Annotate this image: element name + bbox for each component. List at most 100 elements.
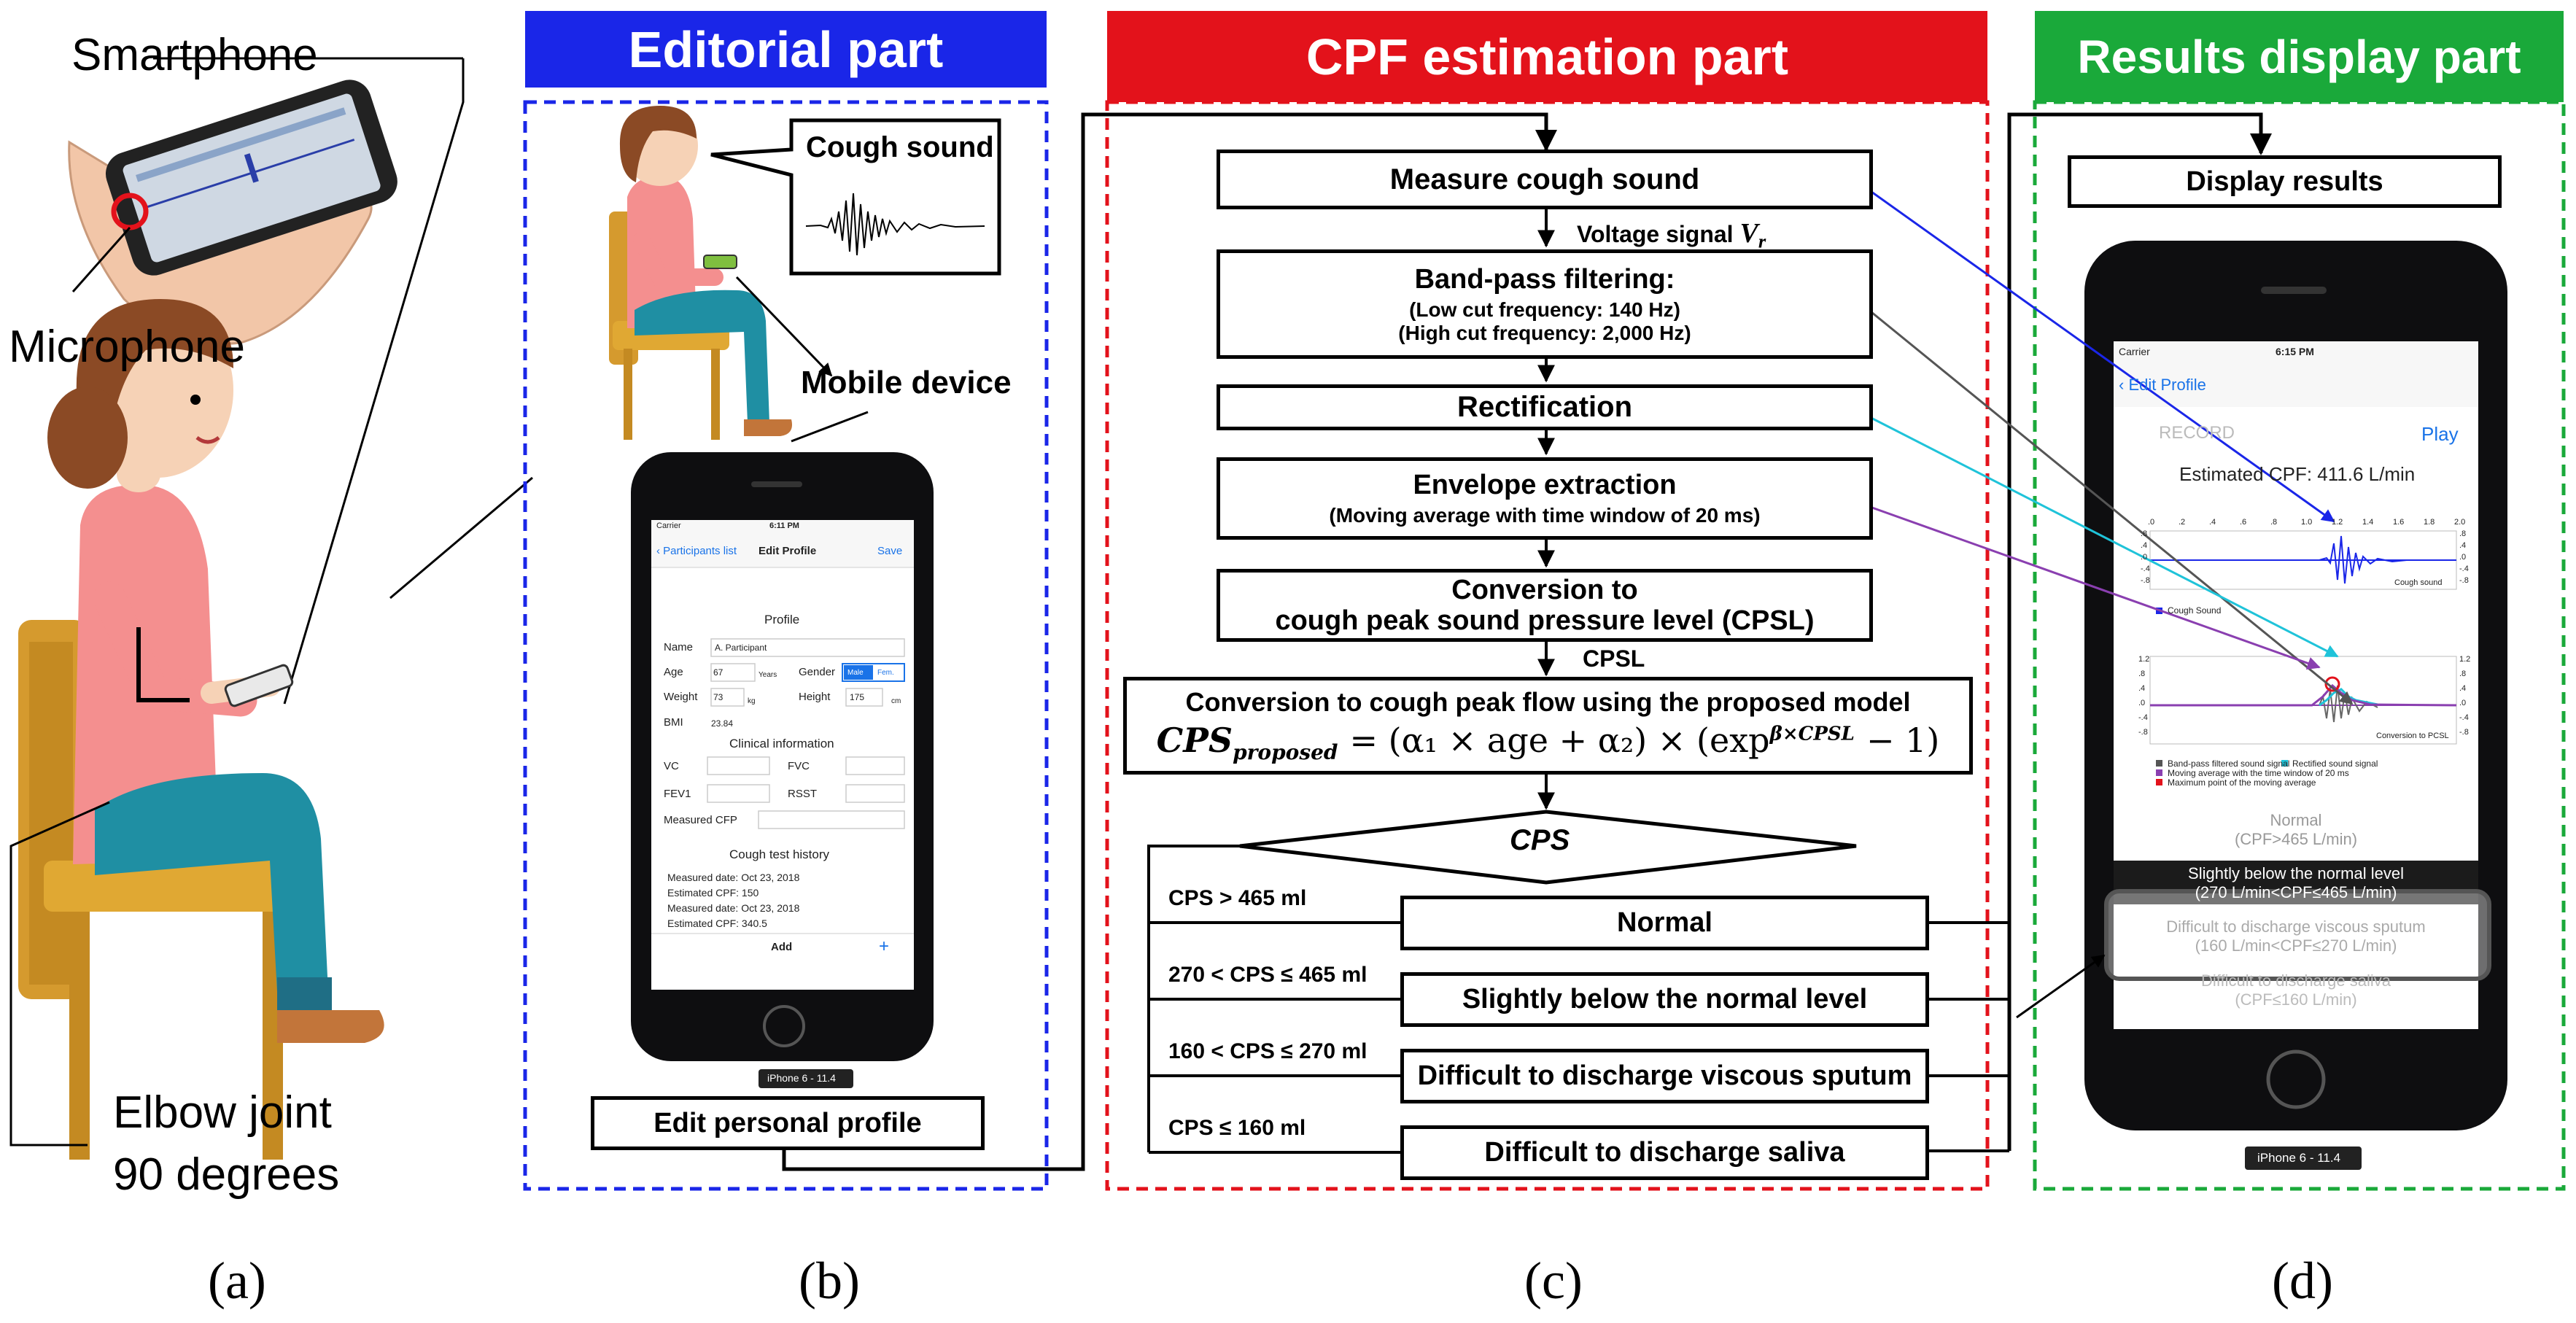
y-tick-label: .0 bbox=[2141, 553, 2148, 562]
panel-b-header-bg bbox=[525, 11, 1047, 88]
y-tick-label: -.4 bbox=[2141, 564, 2150, 573]
age-label: Age bbox=[664, 666, 683, 678]
voltage-signal-label: Voltage signal Vr bbox=[1577, 217, 1766, 252]
status-time: 6:11 PM bbox=[769, 521, 799, 530]
vc-label: VC bbox=[664, 760, 679, 772]
voltage-label-text: Voltage signal bbox=[1577, 221, 1734, 247]
formula-lhs-sub: proposed bbox=[1233, 740, 1338, 765]
y-tick-label: .4 bbox=[2138, 684, 2146, 693]
participants-back-button[interactable]: ‹ Participants list bbox=[656, 545, 737, 557]
gender-label: Gender bbox=[799, 666, 836, 678]
name-field[interactable]: A. Participant bbox=[715, 643, 767, 653]
step-rectification: Rectification bbox=[1217, 384, 1873, 430]
arrow-rectification-to-plot bbox=[1859, 411, 2339, 658]
plot1-caption: Cough sound bbox=[2394, 578, 2443, 587]
outcome-viscous-sputum: Difficult to discharge viscous sputum bbox=[1400, 1049, 1929, 1103]
bmi-value: 23.84 bbox=[711, 718, 734, 729]
y-tick-label: .4 bbox=[2459, 541, 2467, 550]
y-tick-label: 1.2 bbox=[2138, 655, 2150, 664]
height-field[interactable]: 175 bbox=[850, 692, 865, 702]
age-field[interactable]: 67 bbox=[713, 667, 723, 678]
step-measure-cough-sound: Measure cough sound bbox=[1217, 150, 1873, 209]
panel-c-frame bbox=[1105, 100, 1990, 1191]
result-normal: Normal (CPF>465 L/min) bbox=[2114, 811, 2478, 849]
step-envelope-extraction: Envelope extraction (Moving average with… bbox=[1217, 457, 1873, 540]
y-tick-label: .8 bbox=[2138, 670, 2146, 678]
phone-photo bbox=[105, 79, 397, 276]
y-tick-label: .4 bbox=[2459, 684, 2467, 693]
y-tick-label: -.4 bbox=[2459, 713, 2469, 722]
add-history-button[interactable]: Add bbox=[771, 941, 793, 953]
result-normal-range: (CPF>465 L/min) bbox=[2234, 830, 2358, 848]
y-tick-label: 1.2 bbox=[2459, 655, 2471, 664]
panel-c-header-bg bbox=[1107, 11, 1987, 102]
condition-saliva: CPS ≤ 160 ml bbox=[1168, 1116, 1306, 1140]
x-tick-label: 2.0 bbox=[2454, 518, 2466, 527]
proposed-model-formula: CPSproposed = (α₁ × age + α₂) × (expβ×CP… bbox=[1157, 721, 1940, 764]
result-viscous-title: Difficult to discharge viscous sputum bbox=[2166, 917, 2426, 936]
arrow-result-to-display bbox=[2016, 954, 2106, 1019]
weight-label: Weight bbox=[664, 691, 698, 703]
outcome-slightly-below: Slightly below the normal level bbox=[1400, 972, 1929, 1027]
formula-rhs: = (α₁ × age + α₂) × (exp bbox=[1349, 720, 1770, 760]
panel-a-illustration bbox=[9, 57, 533, 1160]
x-tick-label: .6 bbox=[2240, 518, 2247, 527]
cpsl-label: CPSL bbox=[1583, 645, 1645, 672]
microphone-label: Microphone bbox=[9, 322, 245, 372]
result-slightly-below: Slightly below the normal level (270 L/m… bbox=[2114, 864, 2478, 902]
result-slightly-below-range: (270 L/min<CPF≤465 L/min) bbox=[2195, 883, 2397, 901]
history-row-1-date[interactable]: Measured date: Oct 23, 2018 bbox=[667, 872, 799, 883]
gender-female-option[interactable]: Fem. bbox=[877, 669, 894, 677]
history-date-value: Oct 23, 2018 bbox=[741, 872, 800, 883]
speech-bubble-shape bbox=[710, 118, 1001, 276]
edit-profile-title: Edit Profile bbox=[759, 545, 817, 557]
step-proposed-model: Conversion to cough peak flow using the … bbox=[1123, 677, 1973, 775]
save-button[interactable]: Save bbox=[877, 545, 903, 557]
x-tick-label: 1.8 bbox=[2424, 518, 2435, 527]
history-cpf-value: 340.5 bbox=[741, 917, 767, 929]
condition-normal: CPS > 465 ml bbox=[1168, 886, 1307, 910]
history-cpf-label: Estimated CPF: bbox=[667, 917, 740, 929]
play-button[interactable]: Play bbox=[2421, 423, 2459, 445]
legend-rectified: Rectified sound signal bbox=[2292, 759, 2378, 769]
history-row-2-date[interactable]: Measured date: Oct 23, 2018 bbox=[667, 902, 799, 914]
status-time: 6:15 PM bbox=[2276, 346, 2314, 357]
panel-d-frame bbox=[2033, 100, 2566, 1191]
cpsl-line2: cough peak sound pressure level (CPSL) bbox=[1275, 605, 1815, 636]
profile-heading: Profile bbox=[764, 613, 800, 626]
y-tick-label: -.4 bbox=[2138, 713, 2148, 722]
panel-d-header-bg bbox=[2035, 11, 2564, 102]
record-button[interactable]: RECORD bbox=[2159, 423, 2235, 443]
fvc-label: FVC bbox=[788, 760, 810, 772]
weight-field[interactable]: 73 bbox=[713, 692, 723, 702]
estimated-cpf-value: Estimated CPF: 411.6 L/min bbox=[2179, 463, 2416, 485]
y-tick-label: -.8 bbox=[2141, 576, 2150, 585]
display-results-box: Display results bbox=[2068, 155, 2502, 208]
seated-woman-figure bbox=[9, 299, 384, 1160]
connector-profile-to-measure bbox=[782, 112, 1557, 1171]
history-date-label: Measured date: bbox=[667, 902, 739, 914]
result-saliva-range: (CPF≤160 L/min) bbox=[2235, 990, 2357, 1009]
legend-moving-average: Moving average with the time window of 2… bbox=[2168, 768, 2349, 778]
history-row-2-cpf[interactable]: Estimated CPF: 340.5 bbox=[667, 917, 767, 929]
height-unit: cm bbox=[891, 697, 901, 705]
condition-viscous: 160 < CPS ≤ 270 ml bbox=[1168, 1039, 1367, 1063]
status-carrier: Carrier bbox=[656, 521, 681, 530]
elbow-label-line2: 90 degrees bbox=[113, 1149, 340, 1200]
history-cpf-value: 150 bbox=[741, 887, 759, 899]
y-tick-label: .8 bbox=[2459, 529, 2467, 538]
x-tick-label: .8 bbox=[2270, 518, 2278, 527]
participants-back-label: Participants list bbox=[663, 545, 737, 557]
weight-unit: kg bbox=[748, 697, 756, 705]
x-tick-label: .2 bbox=[2179, 518, 2186, 527]
arrow-envelope-to-plot bbox=[1859, 502, 2321, 670]
add-plus-icon[interactable]: + bbox=[879, 936, 890, 956]
edit-personal-profile-box: Edit personal profile bbox=[591, 1096, 985, 1150]
arrow-bandpass-to-plot bbox=[1859, 301, 2354, 705]
gender-male-option[interactable]: Male bbox=[847, 669, 864, 677]
history-row-1-cpf[interactable]: Estimated CPF: 150 bbox=[667, 887, 759, 899]
y-tick-label: .0 bbox=[2138, 699, 2146, 707]
history-date-value: Oct 23, 2018 bbox=[741, 902, 800, 914]
edit-profile-back-button[interactable]: ‹ Edit Profile bbox=[2119, 376, 2206, 394]
